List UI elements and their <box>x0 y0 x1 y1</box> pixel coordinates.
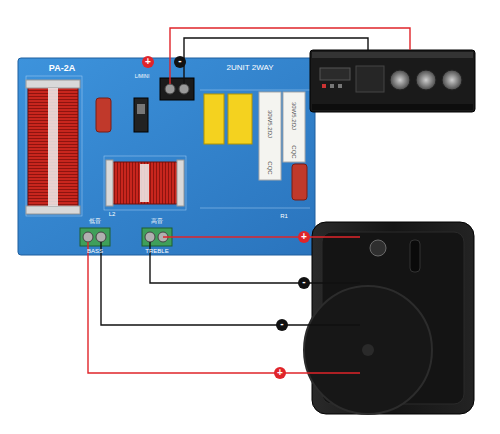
terminal-label: 低音 <box>89 218 101 224</box>
polarity-sign: - <box>178 56 181 66</box>
polarity-sign: - <box>280 319 283 329</box>
resistor-rating: 30W5.2ΩJ <box>291 102 297 130</box>
polarity-disc <box>142 56 310 379</box>
polarity-sign: + <box>277 368 283 378</box>
amplifier <box>310 50 475 112</box>
cement-resistor <box>283 92 305 162</box>
resistor-marking: CQC <box>267 161 273 174</box>
inductor-coil <box>26 80 80 214</box>
inductor-coil <box>106 160 184 206</box>
speaker-wire <box>88 28 410 373</box>
film-capacitor <box>292 164 307 200</box>
board-marking: 2UNIT 2WAY <box>227 64 274 72</box>
output-terminal <box>80 228 172 246</box>
terminal-label: BASS <box>87 248 103 254</box>
pcb-board <box>18 58 315 255</box>
film-capacitor <box>204 94 224 144</box>
terminal-label: TREBLE <box>145 248 168 254</box>
terminal-label: 高音 <box>151 218 163 224</box>
input-terminal <box>160 78 194 100</box>
silkscreen <box>26 76 310 216</box>
board-model: PA-2A <box>49 64 75 73</box>
part-name: R1 <box>280 213 288 219</box>
film-capacitor <box>228 94 252 144</box>
resistor-marking: CQC <box>291 145 297 158</box>
switch <box>134 98 148 132</box>
speaker-cabinet <box>304 222 474 414</box>
polarity-sign: + <box>145 57 151 67</box>
film-capacitor <box>96 98 111 132</box>
board-marking: L/MINI <box>135 74 150 79</box>
cement-resistor <box>259 92 281 180</box>
part-name: L2 <box>109 211 116 217</box>
polarity-sign: - <box>302 277 305 287</box>
polarity-sign: + <box>301 232 307 242</box>
resistor-rating: 30W5.2ΩJ <box>267 110 273 138</box>
